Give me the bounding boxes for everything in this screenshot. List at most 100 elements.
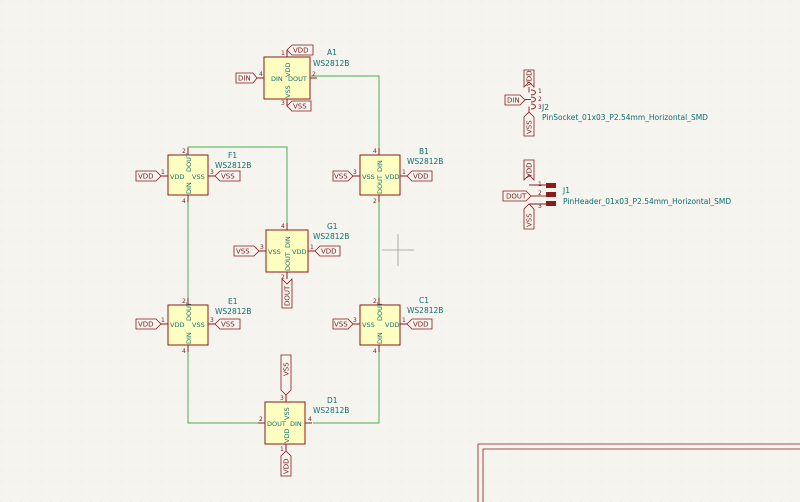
pin-name-vss: VSS	[283, 407, 291, 420]
pin-number: 4	[308, 416, 312, 423]
net-label-vdd[interactable]: VDD	[286, 44, 314, 56]
pin-name-dout: DOUT	[185, 302, 193, 321]
net-label-vss[interactable]: VSS	[332, 170, 354, 182]
component-reference: F1	[228, 151, 237, 160]
net-label-text: VDD	[138, 173, 154, 181]
net-label-text: VSS	[236, 248, 250, 256]
component-reference: J1	[562, 186, 570, 195]
pin-number: 2	[373, 198, 377, 205]
net-label-din[interactable]: DIN	[504, 94, 526, 106]
component-value: WS2812B	[407, 306, 443, 315]
net-label-vdd[interactable]: VDD	[523, 159, 535, 181]
component-value: WS2812B	[215, 307, 251, 316]
pin-name-dout: DOUT	[376, 302, 384, 321]
net-label-vss[interactable]: VSS	[233, 245, 260, 257]
net-label-vss[interactable]: VSS	[214, 170, 241, 182]
pin-name-vss: VSS	[284, 85, 292, 98]
component-a1[interactable]: DIN DOUT VDD VSS 4 2 1 3 A1 WS2812B	[257, 48, 349, 107]
pin-name-din: DIN	[376, 160, 384, 172]
pin-number: 3	[280, 395, 284, 402]
pin-number: 1	[402, 317, 406, 324]
net-label-dout[interactable]: DOUT	[281, 278, 293, 309]
component-b1[interactable]: VSS VDD DIN DOUT 4 2 3 1 B1 WS2812B	[353, 147, 443, 205]
net-label-vss[interactable]: VSS	[214, 318, 241, 330]
pin-name-din: DIN	[185, 182, 193, 194]
pin-name-vss: VSS	[362, 173, 375, 181]
pin-name-dout: DOUT	[185, 153, 193, 172]
component-value: PinSocket_01x03_P2.54mm_Horizontal_SMD	[542, 113, 708, 122]
net-label-vss[interactable]: VSS	[280, 354, 292, 396]
component-reference: D1	[327, 396, 338, 405]
net-label-vss[interactable]: VSS	[332, 318, 354, 330]
pin-number: 1	[538, 88, 542, 95]
net-label-vdd[interactable]: VDD	[280, 450, 292, 477]
net-label-vss[interactable]: VSS	[286, 100, 312, 112]
net-label-vdd[interactable]: VDD	[523, 69, 535, 88]
pin-number: 4	[281, 223, 285, 230]
pin-name-vss: VSS	[192, 173, 205, 181]
wire-c1-d1	[313, 345, 380, 424]
net-label-text: VSS	[221, 173, 235, 181]
net-label-text: VSS	[526, 213, 534, 227]
pin-number: 1	[161, 317, 165, 324]
pin-number: 3	[353, 317, 357, 324]
component-value: WS2812B	[407, 157, 443, 166]
component-value: WS2812B	[313, 232, 349, 241]
pin-name-vdd: VDD	[170, 173, 184, 181]
component-value: WS2812B	[313, 59, 349, 68]
sheet-frame	[477, 443, 800, 502]
net-label-vdd[interactable]: VDD	[406, 170, 433, 182]
pin-number: 3	[281, 100, 285, 107]
pin-number: 2	[182, 298, 186, 305]
pin-number: 2	[182, 148, 186, 155]
net-label-text: VDD	[526, 162, 534, 178]
component-g1[interactable]: VSS VDD DIN DOUT 4 2 3 1 G1 WS2812B	[259, 222, 349, 281]
pin-name-vdd: VDD	[292, 248, 306, 256]
component-reference: G1	[327, 222, 338, 231]
connector-j2[interactable]: 1 2 3 J2 PinSocket_01x03_P2.54mm_Horizon…	[525, 87, 708, 122]
net-label-text: VDD	[413, 321, 429, 329]
pin-name-vdd: VDD	[385, 321, 399, 329]
component-d1[interactable]: DOUT DIN VSS VDD 2 4 3 1 D1 WS2812B	[258, 395, 349, 453]
net-label-dout[interactable]: DOUT	[502, 190, 532, 202]
wire-a1-b1	[311, 75, 380, 153]
pin-number: 1	[280, 446, 284, 453]
pin-name-vdd: VDD	[284, 63, 292, 77]
net-label-vss[interactable]: VSS	[523, 203, 535, 230]
net-label-vdd[interactable]: VDD	[314, 245, 341, 257]
pin-number: 2	[538, 190, 542, 197]
pin-number: 2	[373, 298, 377, 305]
pin-name-vdd: VDD	[170, 321, 184, 329]
connector-j1[interactable]: 1 2 3 J1 PinHeader_01x03_P2.54mm_Horizon…	[529, 181, 731, 210]
net-label-vdd[interactable]: VDD	[406, 318, 433, 330]
component-c1[interactable]: VSS VDD DOUT DIN 2 4 3 1 C1 WS2812B	[353, 296, 443, 355]
pin-number: 4	[182, 198, 186, 205]
net-label-vdd[interactable]: VDD	[135, 318, 162, 330]
pin-name-dout: DOUT	[267, 420, 286, 428]
component-e1[interactable]: VDD VSS DOUT DIN 2 4 1 3 E1 WS2812B	[161, 297, 251, 355]
pin-name-vdd: VDD	[385, 173, 399, 181]
net-label-vss[interactable]: VSS	[523, 111, 535, 137]
pin-name-din: DIN	[271, 75, 283, 83]
net-label-din[interactable]: DIN	[235, 72, 258, 84]
net-label-text: VDD	[321, 248, 337, 256]
net-label-vdd[interactable]: VDD	[135, 170, 162, 182]
pin-name-dout: DOUT	[288, 75, 307, 83]
net-label-text: VDD	[283, 458, 291, 474]
pin-number: 2	[312, 71, 316, 78]
pin-number: 2	[538, 96, 542, 103]
component-reference: C1	[419, 296, 429, 305]
pin-number: 3	[538, 203, 542, 210]
net-label-text: VSS	[283, 362, 291, 376]
pin-number: 1	[402, 169, 406, 176]
pin-name-vss: VSS	[362, 321, 375, 329]
component-f1[interactable]: VDD VSS DOUT DIN 2 4 1 3 F1 WS2812B	[161, 148, 251, 205]
component-reference: J2	[541, 103, 549, 112]
component-value: WS2812B	[215, 161, 251, 170]
pin-name-din: DIN	[284, 236, 292, 248]
net-label-text: VSS	[334, 321, 348, 329]
pin-name-vss: VSS	[268, 248, 281, 256]
pin-name-vdd: VDD	[283, 429, 291, 443]
pin-number: 1	[310, 244, 314, 251]
